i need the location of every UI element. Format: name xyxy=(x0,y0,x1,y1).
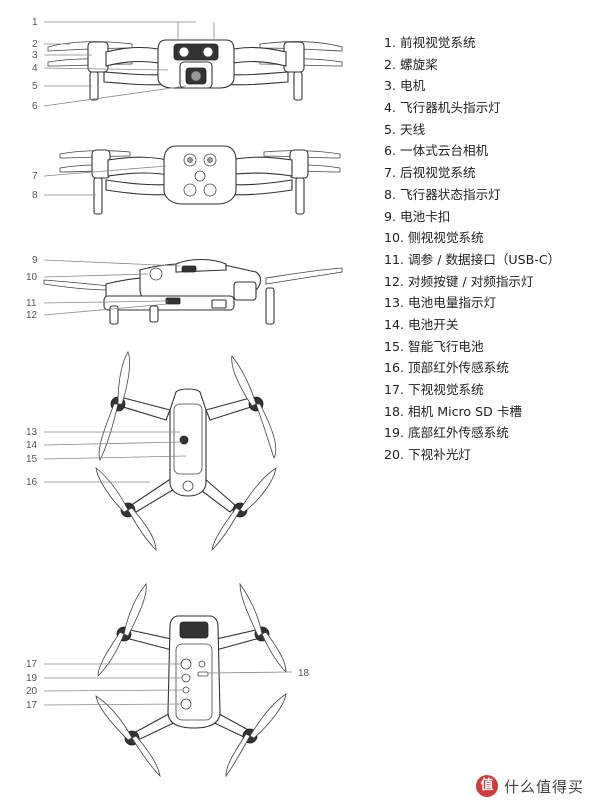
side-callout: 12 xyxy=(26,310,38,321)
legend-item: 18. 相机 Micro SD 卡槽 xyxy=(384,403,523,419)
rear-view: 7 8 xyxy=(32,145,341,215)
legend-item: 2. 螺旋桨 xyxy=(384,56,438,72)
parts-legend: 1. 前视视觉系统 2. 螺旋桨 3. 电机 4. 飞行器机头指示灯 5. 天线… xyxy=(384,32,560,466)
top-view: 13 14 15 16 xyxy=(26,351,277,552)
rear-callout: 7 xyxy=(32,171,38,182)
legend-item: 11. 调参 / 数据接口（USB-C） xyxy=(384,251,561,267)
legend-item: 17. 下视视觉系统 xyxy=(384,382,484,397)
bottom-callout: 18 xyxy=(298,668,310,679)
top-callout: 13 xyxy=(26,427,38,438)
bottom-callout: 17 xyxy=(26,659,38,670)
legend-item: 16. 顶部红外传感系统 xyxy=(384,360,509,376)
legend-item: 20. 下视补光灯 xyxy=(384,447,472,463)
watermark-badge-icon: 值 xyxy=(475,775,498,797)
top-callout: 16 xyxy=(26,477,38,488)
side-callout: 10 xyxy=(26,272,38,283)
legend-item: 7. 后视视觉系统 xyxy=(384,165,476,181)
front-callout: 5 xyxy=(32,81,38,92)
legend-item: 4. 飞行器机头指示灯 xyxy=(384,100,501,116)
top-callout: 14 xyxy=(26,440,38,451)
legend-item: 14. 电池开关 xyxy=(384,316,459,332)
legend-item: 8. 飞行器状态指示灯 xyxy=(384,186,501,202)
front-callout: 2 xyxy=(32,39,38,50)
front-callout: 3 xyxy=(32,50,38,61)
watermark: 值 什么值得买 xyxy=(475,775,584,797)
legend-item: 5. 天线 xyxy=(384,121,426,137)
bottom-callout: 17 xyxy=(26,700,38,711)
bottom-view: 17 18 19 20 17 xyxy=(26,582,310,778)
legend-item: 19. 底部红外传感系统 xyxy=(384,425,509,441)
front-callout: 6 xyxy=(32,101,38,112)
legend-item: 3. 电机 xyxy=(384,78,426,94)
legend-item: 1. 前视视觉系统 xyxy=(384,35,476,50)
side-callout: 11 xyxy=(26,298,37,309)
legend-item: 15. 智能飞行电池 xyxy=(384,338,484,354)
legend-item: 13. 电池电量指示灯 xyxy=(384,295,497,311)
legend-item: 6. 一体式云台相机 xyxy=(384,143,489,159)
legend-item: 9. 电池卡扣 xyxy=(384,208,451,224)
top-callout: 15 xyxy=(26,454,38,465)
bottom-callout: 20 xyxy=(26,686,38,697)
watermark-text: 什么值得买 xyxy=(503,777,584,796)
side-callout: 9 xyxy=(32,255,38,266)
front-callout: 4 xyxy=(32,63,38,74)
side-view: 9 10 11 12 xyxy=(26,255,343,325)
rear-callout: 8 xyxy=(32,190,38,201)
legend-item: 10. 侧视视觉系统 xyxy=(384,230,484,246)
front-callout: 1 xyxy=(32,17,38,28)
bottom-callout: 19 xyxy=(26,673,38,684)
front-view: 1 2 3 4 5 6 xyxy=(32,17,343,112)
legend-item: 12. 对频按键 / 对频指示灯 xyxy=(384,273,534,289)
